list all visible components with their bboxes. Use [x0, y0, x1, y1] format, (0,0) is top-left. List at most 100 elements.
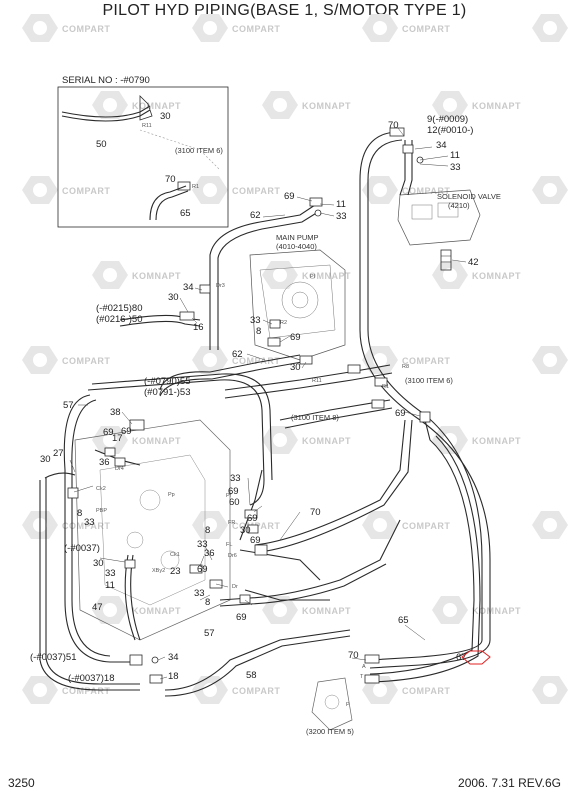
callout-11: 11 [450, 150, 460, 161]
callout-33: 33 [250, 315, 261, 326]
page-number: 3250 [8, 776, 35, 790]
watermark-text: COMPART [402, 356, 450, 366]
watermark-tile: COMPART [362, 511, 450, 539]
inset-port-r1: R1 [192, 184, 199, 190]
callout-65: 65 [398, 615, 409, 626]
port-fl: FL [226, 542, 232, 548]
callout-62: 62 [232, 349, 243, 360]
callout-11: 11 [105, 580, 115, 591]
watermark-tile: COMPART [192, 346, 280, 374]
watermark-tile: COMPART [22, 676, 110, 704]
callout-34: 34 [168, 652, 179, 663]
watermark-text: KOMNAPT [132, 101, 181, 111]
callout-57: 57 [204, 628, 215, 639]
port-r2: R2 [280, 320, 287, 326]
watermark-tile: COMPART [192, 176, 280, 204]
note-0037: (-#0037) [64, 543, 100, 554]
watermark-tile: COMPART [532, 346, 568, 374]
port-r11: R11 [312, 378, 322, 384]
callout-34: 34 [436, 140, 447, 151]
watermark-tile: COMPART [532, 14, 568, 42]
watermark-tile: KOMNAPT [262, 261, 351, 289]
ref-item5: (3200 ITEM 5) [306, 727, 354, 736]
callout-11: 11 [336, 199, 346, 210]
port-dr: Dr [232, 584, 238, 590]
callout-30: 30 [240, 525, 251, 536]
leader-lines [69, 127, 467, 680]
main-pump-label: MAIN PUMP [276, 233, 319, 242]
watermark-text: COMPART [232, 356, 280, 366]
highlight-hexagon [461, 650, 491, 665]
watermark-text: COMPART [62, 24, 110, 34]
callout-69: 69 [103, 427, 114, 438]
watermark-text: KOMNAPT [132, 271, 181, 281]
callout-16: 16 [193, 322, 204, 333]
callout-69: 69 [284, 191, 295, 202]
watermark-text: COMPART [62, 521, 110, 531]
note-55: (-#0790)55 [144, 376, 190, 387]
main-pump: MAIN PUMP (4010-4040) [249, 233, 346, 361]
callout-58: 58 [246, 670, 257, 681]
callout-69: 69 [236, 612, 247, 623]
callout-69: 69 [197, 564, 208, 575]
watermark-tile: KOMNAPT [92, 91, 181, 119]
note-50: (#0216-)50 [96, 314, 142, 325]
inset-callout-65: 65 [180, 208, 191, 219]
watermark-text: KOMNAPT [302, 606, 351, 616]
watermark-text: KOMNAPT [472, 436, 521, 446]
watermark-text: COMPART [62, 686, 110, 696]
callout-34: 34 [183, 282, 194, 293]
revision-label: 2006. 7.31 REV.6G [458, 776, 561, 790]
solenoid-valve-label: SOLENOID VALVE [437, 192, 501, 201]
main-pump-code: (4010-4040) [276, 242, 317, 251]
watermark-tile: COMPART [362, 176, 450, 204]
watermark-tile: KOMNAPT [432, 91, 521, 119]
port-t: T [360, 674, 364, 680]
inset-callout-70: 70 [165, 174, 176, 185]
callout-33: 33 [194, 588, 205, 599]
callout-69: 69 [290, 332, 301, 343]
watermark-text: COMPART [62, 186, 110, 196]
note-12: 12(#0010-) [427, 125, 473, 136]
callout-36: 36 [204, 548, 215, 559]
watermark-text: COMPART [232, 686, 280, 696]
callout-47: 47 [92, 602, 103, 613]
callout-8: 8 [256, 326, 261, 337]
note-9: 9(-#0009) [427, 114, 468, 125]
ref-item6: (3100 ITEM 6) [405, 376, 453, 385]
watermark-text: KOMNAPT [472, 271, 521, 281]
callout-8: 8 [205, 597, 210, 608]
watermark-tile: KOMNAPT [262, 426, 351, 454]
watermark-text: COMPART [232, 186, 280, 196]
watermark-text: COMPART [402, 186, 450, 196]
watermark-text: KOMNAPT [132, 436, 181, 446]
inset-callout-50: 50 [96, 139, 107, 150]
port-pi: PI [310, 274, 316, 280]
port-r1: R1 [382, 384, 389, 390]
callout-69: 69 [250, 535, 261, 546]
watermark-tile: COMPART [532, 511, 568, 539]
watermark-tile: COMPART [192, 676, 280, 704]
callout-30: 30 [168, 292, 179, 303]
watermark-tile: KOMNAPT [92, 596, 181, 624]
watermark-tile: KOMNAPT [432, 596, 521, 624]
port-pf: Pf [226, 493, 232, 499]
callout-36: 36 [99, 457, 110, 468]
callout-60: 60 [229, 497, 240, 508]
note-labels: 9(-#0009) 12(#0010-) (-#0215)80 (#0216-)… [30, 114, 473, 736]
watermark-text: KOMNAPT [302, 271, 351, 281]
watermark-layer: COMPART COMPART COMPART COMPART KOMNAPT KOMNA… [22, 14, 568, 704]
callout-62: 62 [250, 210, 261, 221]
port-ck1: Ck1 [170, 552, 180, 558]
watermark-tile: COMPART [22, 346, 110, 374]
callout-30: 30 [93, 558, 104, 569]
watermark-tile: COMPART [22, 14, 110, 42]
port-a: A [362, 664, 366, 670]
watermark-tile: COMPART [22, 176, 110, 204]
callout-33: 33 [450, 162, 461, 173]
callout-67: 67 [456, 652, 467, 663]
note-18: (-#0037)18 [68, 673, 114, 684]
watermark-text: COMPART [232, 24, 280, 34]
